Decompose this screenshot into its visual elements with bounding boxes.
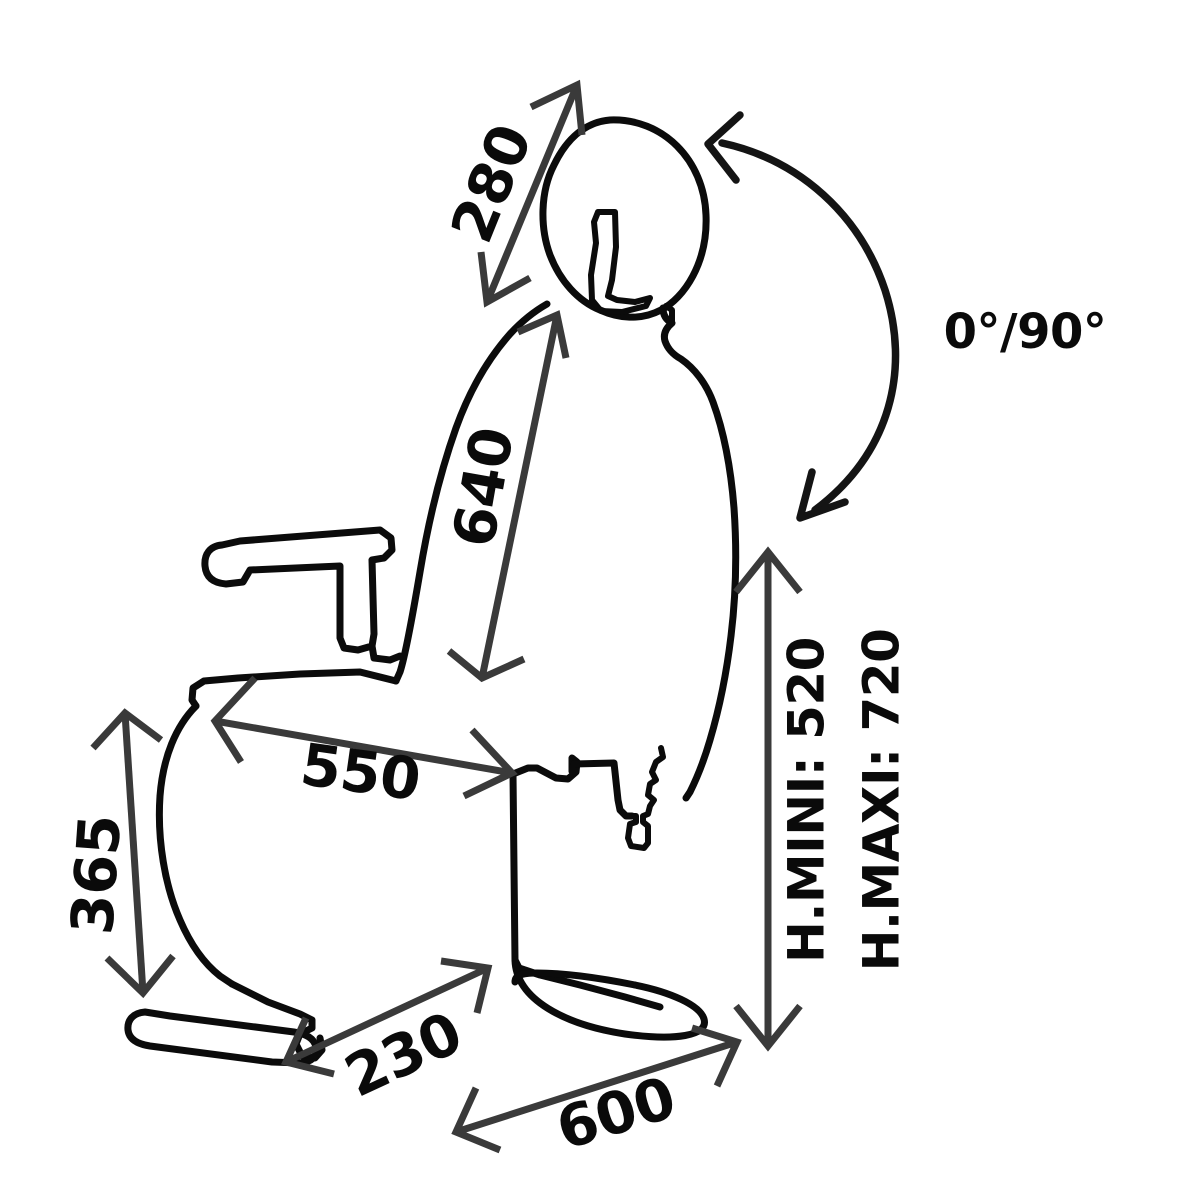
label-headrest-height: 280 xyxy=(437,115,545,251)
seat-shell xyxy=(155,702,236,988)
lever xyxy=(625,745,666,851)
seat-shell-top xyxy=(188,668,400,710)
seat xyxy=(509,754,581,783)
label-seat-depth: 550 xyxy=(297,730,425,814)
armrest xyxy=(201,526,396,654)
label-footrest-offset: 230 xyxy=(335,998,472,1110)
dimension-labels: 280 640 550 365 230 600 H.MINI: 520 H.MA… xyxy=(58,115,1107,1163)
backrest xyxy=(392,300,551,685)
label-backrest-rotation: 0°/90° xyxy=(944,304,1107,360)
headrest-dimension-arrow xyxy=(477,79,586,308)
label-seat-height: 365 xyxy=(58,813,134,937)
armrest-support xyxy=(368,642,404,664)
headrest xyxy=(539,116,710,321)
base-rim xyxy=(511,969,639,989)
backrest-right-contour xyxy=(659,304,740,802)
backrest-dimension-arrow xyxy=(446,310,570,683)
seat-depth-arrow xyxy=(210,675,518,800)
headrest-bracket xyxy=(588,209,653,315)
neck-notch xyxy=(663,303,675,325)
base-width-arrow xyxy=(451,1024,742,1154)
dimension-lines xyxy=(90,79,803,1154)
seat-height-arrow xyxy=(90,708,176,999)
label-base-width: 600 xyxy=(549,1063,683,1163)
base xyxy=(511,956,708,1041)
seat-shell-bottom xyxy=(228,980,326,1062)
seat-front-top xyxy=(568,759,636,820)
rotation-arc-arrow xyxy=(704,111,900,522)
label-height-maxi: H.MAXI: 720 xyxy=(853,629,911,972)
column-height-arrow xyxy=(733,546,803,1052)
label-height-mini: H.MINI: 520 xyxy=(778,637,836,963)
product-silhouette xyxy=(124,116,740,1067)
footrest-arrow xyxy=(281,957,493,1078)
